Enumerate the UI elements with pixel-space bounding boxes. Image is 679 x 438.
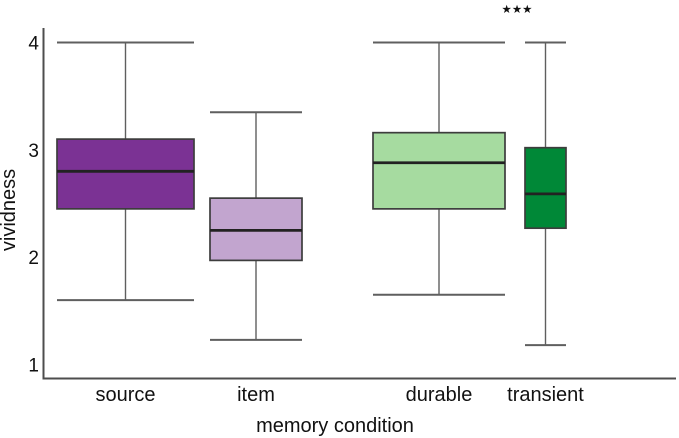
x-axis-title: memory condition: [256, 415, 414, 437]
y-tick-label-1: 1: [28, 356, 39, 377]
y-tick-label-4: 4: [28, 34, 39, 55]
x-category-label-transient: transient: [507, 384, 584, 406]
x-category-label-item: item: [237, 384, 275, 406]
y-tick-label-3: 3: [28, 141, 39, 162]
x-category-label-durable: durable: [406, 384, 473, 406]
y-tick-label-2: 2: [28, 248, 39, 269]
significance-stars: ★★★: [502, 2, 533, 16]
box-source: [56, 138, 195, 210]
x-category-label-source: source: [95, 384, 155, 406]
box-transient: [524, 146, 567, 230]
y-axis-title: vividness: [0, 169, 20, 251]
box-durable: [372, 131, 506, 210]
